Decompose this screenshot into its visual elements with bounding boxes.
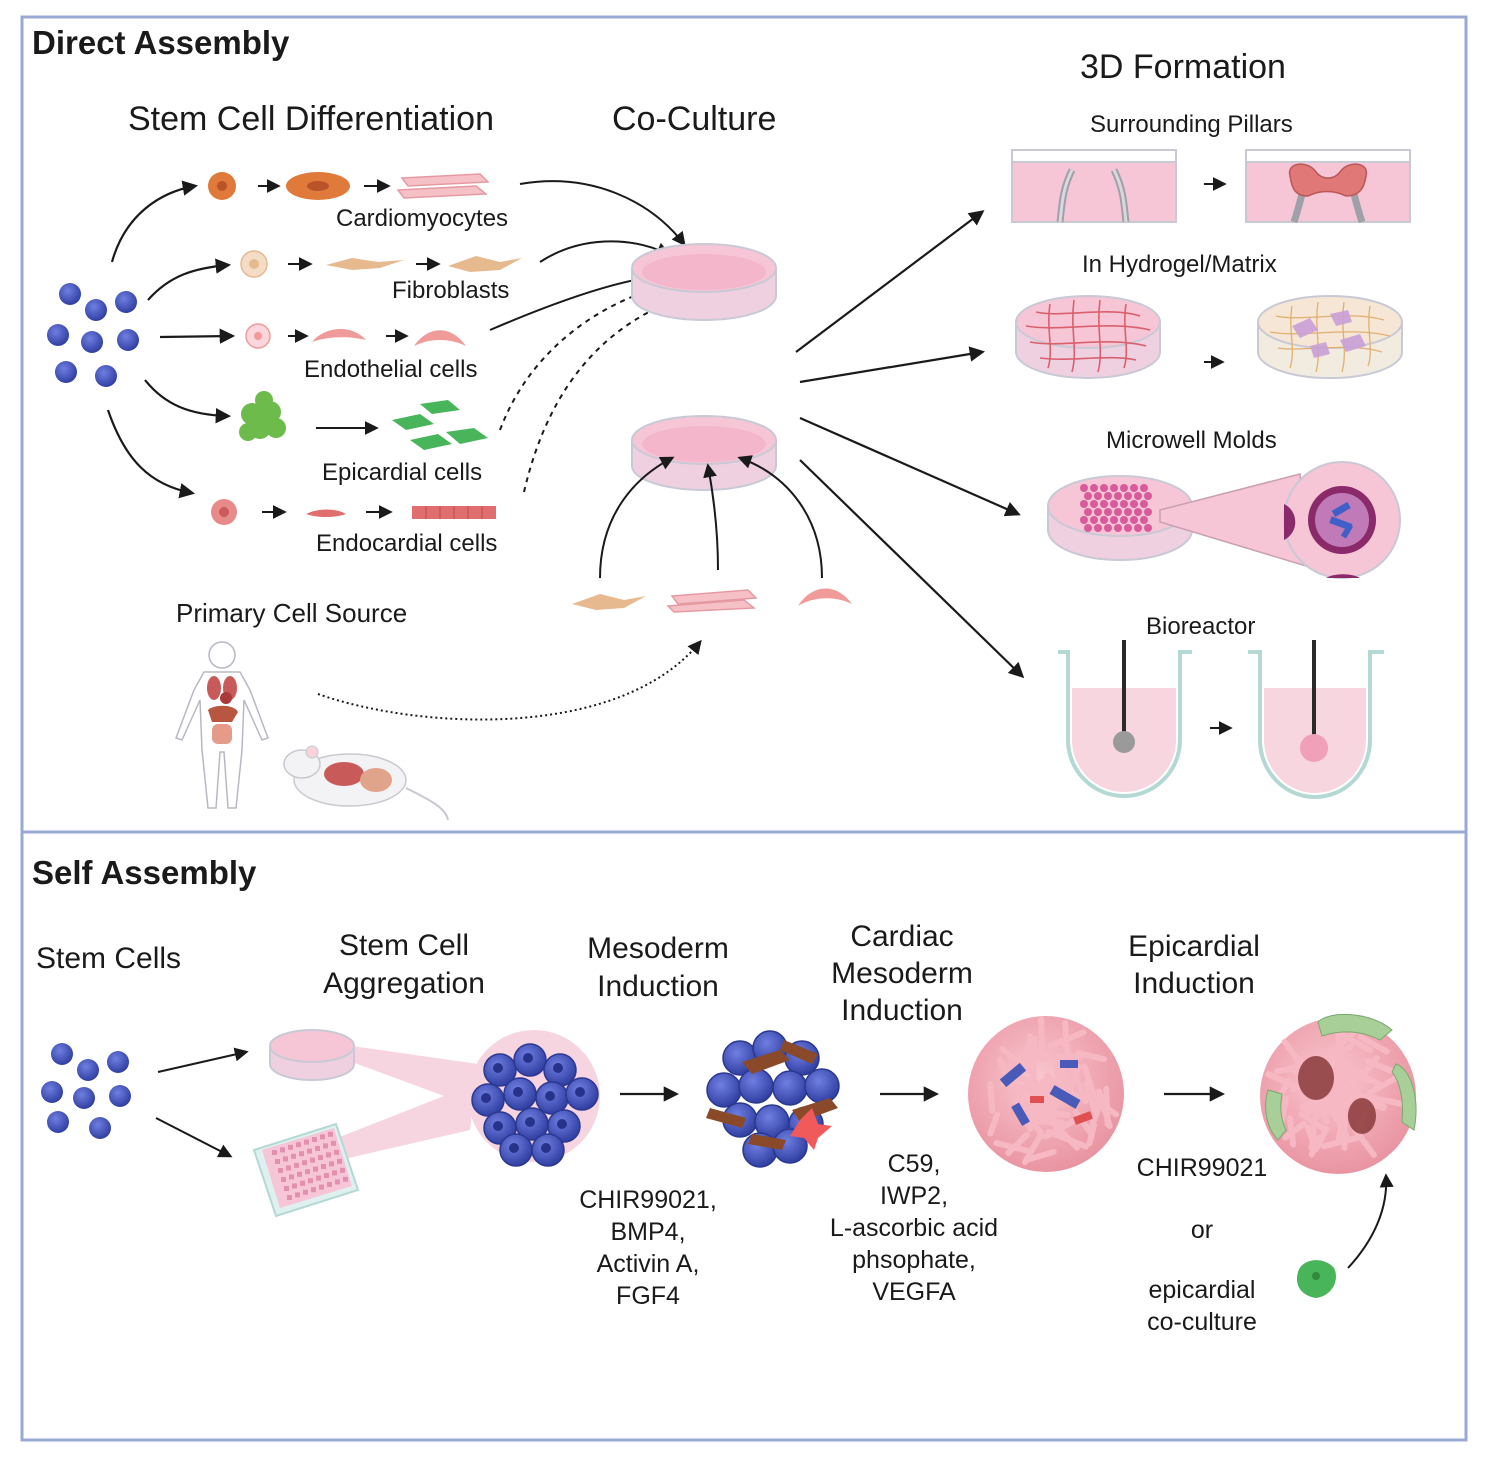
mesoderm-reagent-2: BMP4,	[610, 1218, 685, 1246]
hydrogel-dish-after	[1257, 295, 1403, 379]
endocardial-lineage	[211, 499, 496, 525]
cardiac-mesoderm-heading-3: Induction	[841, 994, 963, 1027]
fibroblasts-label: Fibroblasts	[392, 277, 509, 304]
self-assembly-title: Self Assembly	[32, 854, 257, 891]
surrounding-pillars-label: Surrounding Pillars	[1090, 111, 1293, 138]
aggregation-well-plate	[252, 1122, 360, 1218]
bioreactor-before	[1058, 640, 1192, 798]
endothelial-cells-label: Endothelial cells	[304, 356, 477, 383]
mesoderm-reagent-1: CHIR99021,	[579, 1186, 717, 1214]
stem-cells-heading: Stem Cells	[36, 942, 181, 975]
stem-cell-aggregate	[468, 1030, 600, 1167]
stem-cell-differentiation-heading: Stem Cell Differentiation	[128, 100, 494, 138]
self-assembly-panel	[20, 830, 1468, 1442]
cardiac-reagent-2: IWP2,	[880, 1182, 948, 1210]
co-culture-dish-bottom	[631, 415, 777, 491]
mesoderm-reagent-3: Activin A,	[597, 1250, 700, 1278]
cardiac-mesoderm-heading-2: Mesoderm	[831, 957, 973, 990]
cardiac-reagent-3: L-ascorbic acid	[830, 1214, 998, 1242]
hydrogel-dish-before	[1015, 295, 1161, 379]
epicardial-reagent-or: or	[1191, 1216, 1213, 1244]
self-stem-split-arrows	[155, 1047, 249, 1158]
endocardial-cells-label: Endocardial cells	[316, 530, 497, 557]
bioreactor-after	[1248, 640, 1384, 799]
fibroblast-lineage	[240, 250, 522, 278]
epicardial-induction-heading-1: Epicardial	[1128, 930, 1260, 963]
mesoderm-heading-1: Mesoderm	[587, 932, 729, 965]
epicardial-reagent-1: CHIR99021	[1137, 1154, 1268, 1182]
microwell-zoom-view	[1283, 461, 1401, 579]
pillars-before	[1011, 149, 1177, 223]
microwell-dish	[1047, 475, 1193, 561]
cardiomyocyte-lineage	[208, 172, 490, 200]
mouse-icon	[283, 745, 449, 821]
pillars-after	[1245, 149, 1411, 224]
epicardial-cell-icon	[1296, 1260, 1336, 1298]
self-stem-cell-cluster	[41, 1043, 131, 1139]
cardiac-reagent-4: phsophate,	[852, 1246, 976, 1274]
aggregation-heading-2: Aggregation	[323, 967, 485, 1000]
cardiac-reagent-5: VEGFA	[872, 1278, 956, 1306]
cardiac-mesoderm-organoid	[968, 1016, 1124, 1172]
epicardial-lineage	[239, 391, 488, 450]
mesoderm-reagent-4: FGF4	[616, 1282, 680, 1310]
epicardial-reagent-2: epicardial	[1148, 1276, 1255, 1304]
3d-formation-heading: 3D Formation	[1080, 48, 1286, 86]
co-culture-dish-top	[631, 243, 777, 321]
epicardial-reagent-3: co-culture	[1147, 1308, 1257, 1336]
microwell-label: Microwell Molds	[1106, 427, 1277, 454]
human-organs-icon	[207, 676, 238, 744]
differentiation-branch-arrows	[106, 180, 236, 499]
primary-cells-to-dish-arrows	[599, 455, 823, 579]
co-culture-heading: Co-Culture	[612, 100, 776, 138]
aggregation-zoom-cone	[332, 1046, 478, 1160]
epicardial-coculture-arrow	[1347, 1173, 1394, 1269]
primary-cells-row	[572, 588, 852, 613]
aggregation-dish	[269, 1029, 355, 1081]
hydrogel-label: In Hydrogel/Matrix	[1082, 251, 1277, 278]
cardiac-mesoderm-heading-1: Cardiac	[850, 920, 953, 953]
endothelial-lineage	[245, 323, 466, 349]
stem-cell-cluster	[47, 283, 139, 387]
cardiomyocytes-label: Cardiomyocytes	[336, 205, 508, 232]
epicardial-induction-heading-2: Induction	[1133, 967, 1255, 1000]
mesoderm-organoid	[706, 1030, 840, 1168]
aggregation-heading-1: Stem Cell	[339, 929, 469, 962]
3d-formation-arrows	[795, 210, 1025, 679]
bioreactor-label: Bioreactor	[1146, 613, 1255, 640]
primary-cell-source-heading: Primary Cell Source	[176, 598, 407, 628]
epicardial-organoid	[1260, 1013, 1417, 1174]
mesoderm-heading-2: Induction	[597, 970, 719, 1003]
direct-assembly-title: Direct Assembly	[32, 24, 290, 61]
epicardial-cells-label: Epicardial cells	[322, 459, 482, 486]
cardiac-reagent-1: C59,	[888, 1150, 941, 1178]
primary-source-arrow	[317, 639, 702, 721]
